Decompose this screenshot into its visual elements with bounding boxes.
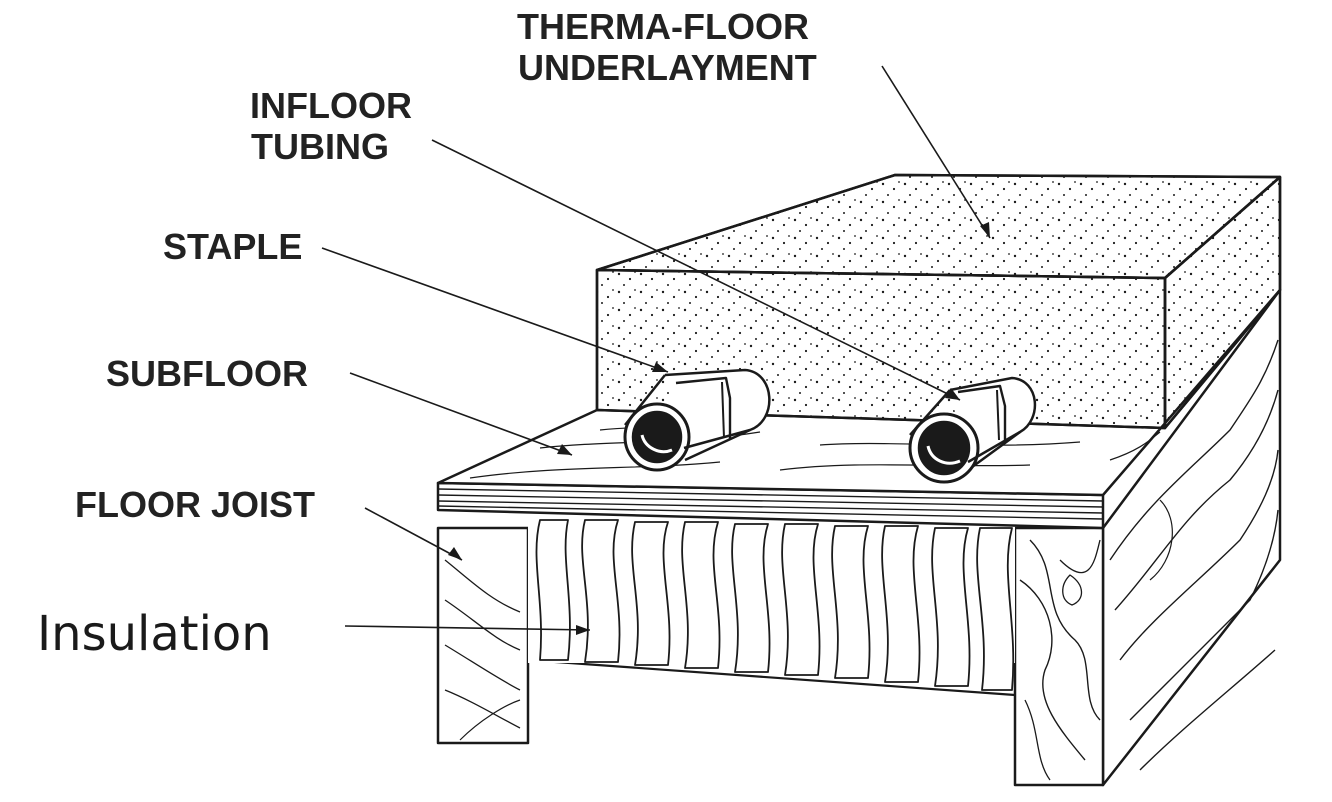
leader-insulation (344, 625, 591, 631)
label-insulation: Insulation (37, 606, 272, 662)
leader-lines (321, 65, 991, 631)
subfloor-edge (436, 481, 1105, 530)
label-tubing-line2: TUBING (251, 126, 389, 167)
insulation-batts (528, 513, 1015, 691)
leader-arrowheads (448, 222, 990, 635)
label-subfloor: SUBFLOOR (106, 353, 308, 394)
label-underlayment-line2: UNDERLAYMENT (518, 47, 817, 88)
label-staple: STAPLE (163, 226, 303, 267)
infloor-tubing-right (908, 376, 1037, 484)
label-underlayment-line1: THERMA-FLOOR (517, 6, 809, 47)
right-joist-front (1013, 526, 1105, 787)
infloor-tubing-left (623, 368, 771, 472)
leader-subfloor (349, 372, 573, 456)
left-joist (436, 526, 530, 745)
leader-staple (321, 247, 669, 373)
label-floor-joist: FLOOR JOIST (75, 484, 316, 525)
leader-underlayment (881, 65, 991, 239)
leader-joist (364, 507, 463, 561)
leader-tubing (431, 139, 961, 401)
label-tubing-line1: INFLOOR (250, 85, 412, 126)
